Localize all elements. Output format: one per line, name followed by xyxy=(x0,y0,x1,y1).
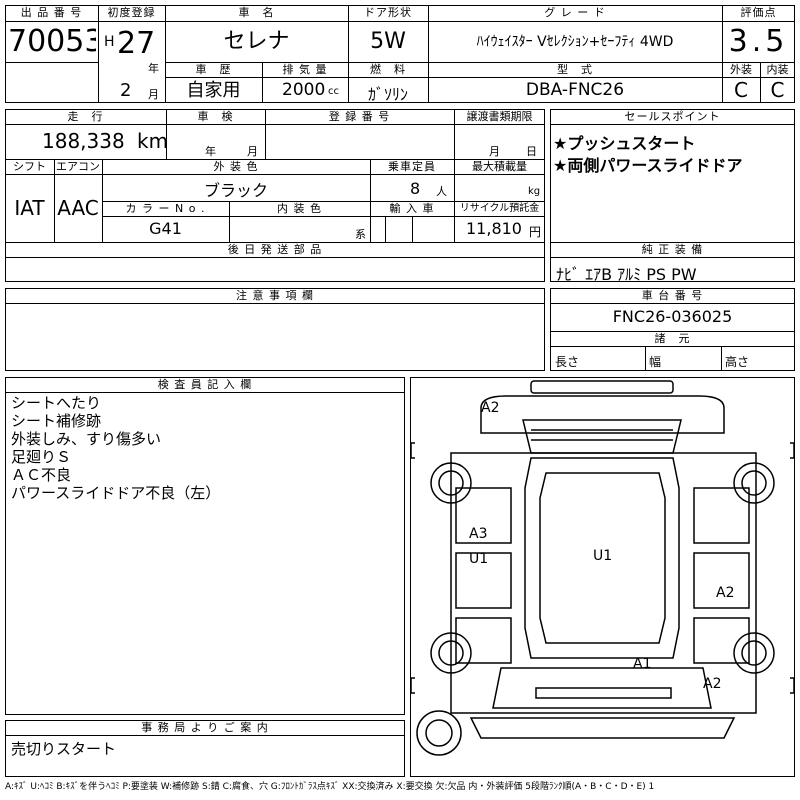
mark-left-a3: A3 xyxy=(469,526,488,542)
first-registration-label: 初度登録 xyxy=(107,6,156,19)
recycle-deposit-unit: 円 xyxy=(529,225,542,239)
capacity-unit: 人 xyxy=(436,185,447,198)
shift-label: シフト xyxy=(13,160,46,173)
registration-month: 2 xyxy=(120,80,132,101)
inspection-year-unit: 年 xyxy=(205,145,216,158)
capacity: 8 xyxy=(410,179,421,198)
exterior-grade-label: 外装 xyxy=(730,63,752,76)
office-label: 事 務 局 よ り ご 案 内 xyxy=(141,721,269,734)
legend: A:ｷｽﾞ U:ﾍｺﾐ B:ｷｽﾞを伴うﾍｺﾐ P:要塗装 W:補修跡 S:錆 … xyxy=(5,782,655,792)
chassis-number: FNC26-036025 xyxy=(612,307,733,326)
year-unit: 年 xyxy=(148,62,159,75)
max-load-unit: kg xyxy=(528,186,541,197)
notes-panel xyxy=(5,288,545,371)
office-message: 売切りスタート xyxy=(11,740,117,758)
lot-number: 70053 xyxy=(8,24,96,59)
inspector-line-1: シートへたり xyxy=(11,394,102,412)
interior-color-unit: 系 xyxy=(355,228,366,241)
interior-grade: C xyxy=(770,78,785,102)
vehicle-details-table xyxy=(5,109,545,282)
body-color-label: 外 装 色 xyxy=(213,160,259,173)
mark-left-u1: U1 xyxy=(469,551,489,567)
equipment-label: 純 正 装 備 xyxy=(641,243,704,256)
mileage-label: 走 行 xyxy=(67,110,104,123)
score-label: 評価点 xyxy=(740,6,777,19)
history: 自家用 xyxy=(186,80,241,101)
inspector-line-6: パワースライドドア不良（左） xyxy=(11,484,221,502)
inspector-line-3: 外装しみ、すり傷多い xyxy=(11,430,162,448)
inspector-line-5: ＡＣ不良 xyxy=(11,466,72,484)
capacity-label: 乗車定員 xyxy=(388,160,436,173)
plate-number-label: 登 録 番 号 xyxy=(328,110,391,123)
lot-number-label: 出 品 番 号 xyxy=(20,6,83,19)
sales-points-panel xyxy=(550,109,795,282)
color-number-label: カ ラ ー N o . xyxy=(125,202,206,215)
sales-point-2: ★両側パワースライドドア xyxy=(553,156,743,175)
grade-label: グ レ ー ド xyxy=(544,6,606,19)
model-code-label: 型 式 xyxy=(557,63,593,76)
interior-color-label: 内 装 色 xyxy=(277,202,322,215)
header-table xyxy=(5,5,795,103)
inspector-label: 検 査 員 記 入 欄 xyxy=(157,378,253,391)
mark-hood-a1: A1 xyxy=(633,656,652,672)
recycle-deposit: 11,810 xyxy=(466,219,522,238)
mark-right-a2: A2 xyxy=(716,585,735,601)
score: 3.5 xyxy=(728,24,789,59)
door-type-label: ドア形状 xyxy=(364,6,412,19)
body-color: ブラック xyxy=(203,181,268,200)
sales-points-label: セールスポイント xyxy=(624,110,721,123)
car-name: セレナ xyxy=(223,29,290,54)
mark-roof-u1: U1 xyxy=(593,548,613,564)
mileage-unit: km xyxy=(137,129,169,153)
length-label: 長さ xyxy=(555,355,580,369)
max-load-label: 最大積載量 xyxy=(472,160,527,173)
notes-label: 注 意 事 項 欄 xyxy=(236,289,314,302)
color-number: G41 xyxy=(149,219,182,238)
era-letter: H xyxy=(104,34,115,50)
mileage: 188,338 xyxy=(42,129,125,153)
fuel: ｶﾞｿﾘﾝ xyxy=(367,85,408,104)
width-label: 幅 xyxy=(649,355,662,369)
transfer-day-unit: 日 xyxy=(526,145,537,158)
month-unit: 月 xyxy=(148,88,159,101)
aircon-label: エアコン xyxy=(56,160,100,173)
inspection-label: 車 検 xyxy=(197,110,234,123)
sales-point-1: ★プッシュスタート xyxy=(553,134,696,153)
aircon: AAC xyxy=(57,196,99,220)
height-label: 高さ xyxy=(725,355,750,369)
model-code: DBA-FNC26 xyxy=(525,80,625,100)
mark-front-a2: A2 xyxy=(703,676,722,692)
car-diagram: A2 A3 U1 U1 A2 A1 A2 xyxy=(410,377,795,777)
car-name-label: 車 名 xyxy=(238,6,275,19)
car-outline-svg xyxy=(411,380,794,756)
transfer-deadline-label: 譲渡書類期限 xyxy=(466,110,533,123)
history-label: 車 歴 xyxy=(195,63,232,76)
inspection-month-unit: 月 xyxy=(247,145,258,158)
recycle-deposit-label: リサイクル預託金 xyxy=(459,203,540,214)
import-car-label: 輸 入 車 xyxy=(389,202,435,215)
later-parts-label: 後 日 発 送 部 品 xyxy=(227,243,323,256)
shift: IAT xyxy=(14,196,45,220)
transfer-month-unit: 月 xyxy=(489,145,500,158)
chassis-number-label: 車 台 番 号 xyxy=(641,289,704,302)
specs-label: 諸 元 xyxy=(654,332,691,345)
door-type: 5W xyxy=(370,29,406,54)
inspector-line-4: 足廻りＳ xyxy=(11,448,72,466)
chassis-panel xyxy=(550,288,795,371)
mark-rear-a2: A2 xyxy=(481,400,500,416)
interior-grade-label: 内装 xyxy=(766,63,789,76)
displacement-label: 排 気 量 xyxy=(282,63,328,76)
inspector-panel xyxy=(5,377,405,715)
fuel-label: 燃 料 xyxy=(370,63,406,76)
registration-year: 27 xyxy=(117,26,156,61)
equipment: ﾅﾋﾞ ｴｱB ｱﾙﾐ PS PW xyxy=(556,265,697,284)
displacement-unit: cc xyxy=(328,86,339,97)
exterior-grade: C xyxy=(734,78,748,102)
inspector-line-2: シート補修跡 xyxy=(11,412,102,430)
grade: ﾊｲｳｪｲｽﾀｰ Vｾﾚｸｼｮﾝ+ｾｰﾌﾃｨ 4WD xyxy=(476,34,674,50)
displacement: 2000 xyxy=(282,80,326,100)
office-panel xyxy=(5,720,405,777)
